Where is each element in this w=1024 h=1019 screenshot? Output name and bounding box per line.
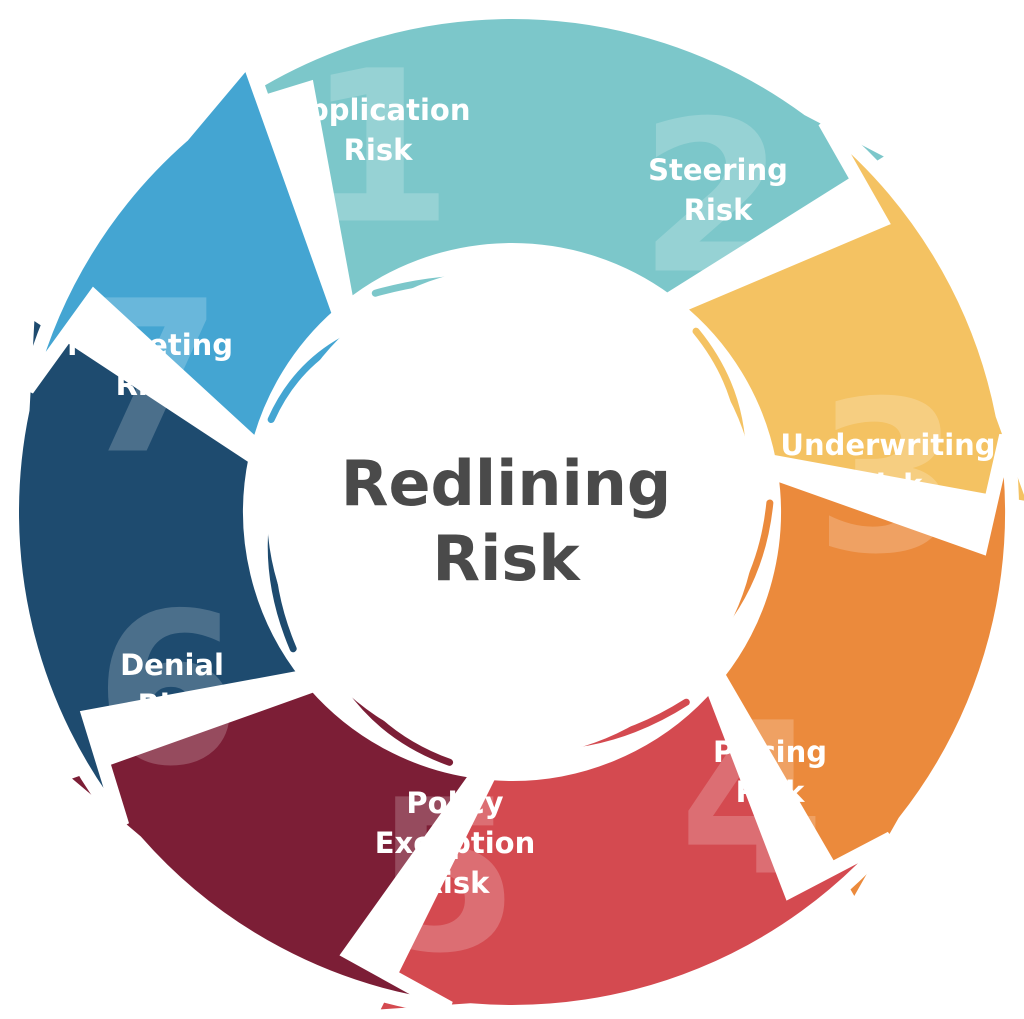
segment-3-label-line-1: Underwriting	[780, 428, 995, 462]
segment-3-number: 3	[815, 356, 961, 601]
segment-5-label-line-1: Policy	[406, 786, 503, 820]
segment-1-label-line-2: Risk	[344, 133, 414, 167]
segment-7-label-line-2: Risk	[116, 368, 186, 402]
segment-7-shape	[20, 44, 348, 461]
center-circle	[267, 267, 757, 757]
segment-6-number: 6	[95, 568, 241, 813]
segment-1-label-line-1: Application	[286, 93, 471, 127]
segment-4-shape	[360, 669, 897, 1019]
segment-5-number: 5	[373, 755, 519, 1000]
segment-1-number: 1	[307, 26, 453, 271]
segment-6-label-line-1: Denial	[120, 648, 224, 682]
segment-3-shape	[709, 433, 1019, 925]
segment-2-label-line-1: Steering	[648, 153, 788, 187]
segment-7-number: 7	[77, 256, 223, 501]
segment-6-shape	[5, 295, 321, 830]
segment-4-number: 4	[679, 678, 825, 923]
segment-2-number: 2	[639, 76, 785, 321]
segment-6-label-line-2: Risk	[138, 688, 208, 722]
segment-5-label-line-2: Exception	[375, 826, 536, 860]
segment-1-shape	[194, 5, 912, 321]
segment-4-label-line-1: Pricing	[713, 735, 827, 769]
center-title-line-2: Risk	[432, 522, 581, 595]
segment-3-label-line-2: Risk	[854, 468, 924, 502]
segment-5-shape	[44, 676, 492, 1016]
segment-5-label-line-3: Risk	[421, 866, 491, 900]
segment-7-label-line-1: Marketing	[67, 328, 233, 362]
segment-2-label-line-2: Risk	[684, 193, 754, 227]
segment-2-shape	[662, 116, 1024, 515]
center-title-line-1: Redlining	[341, 447, 672, 520]
segment-4-label-line-2: Risk	[736, 775, 806, 809]
